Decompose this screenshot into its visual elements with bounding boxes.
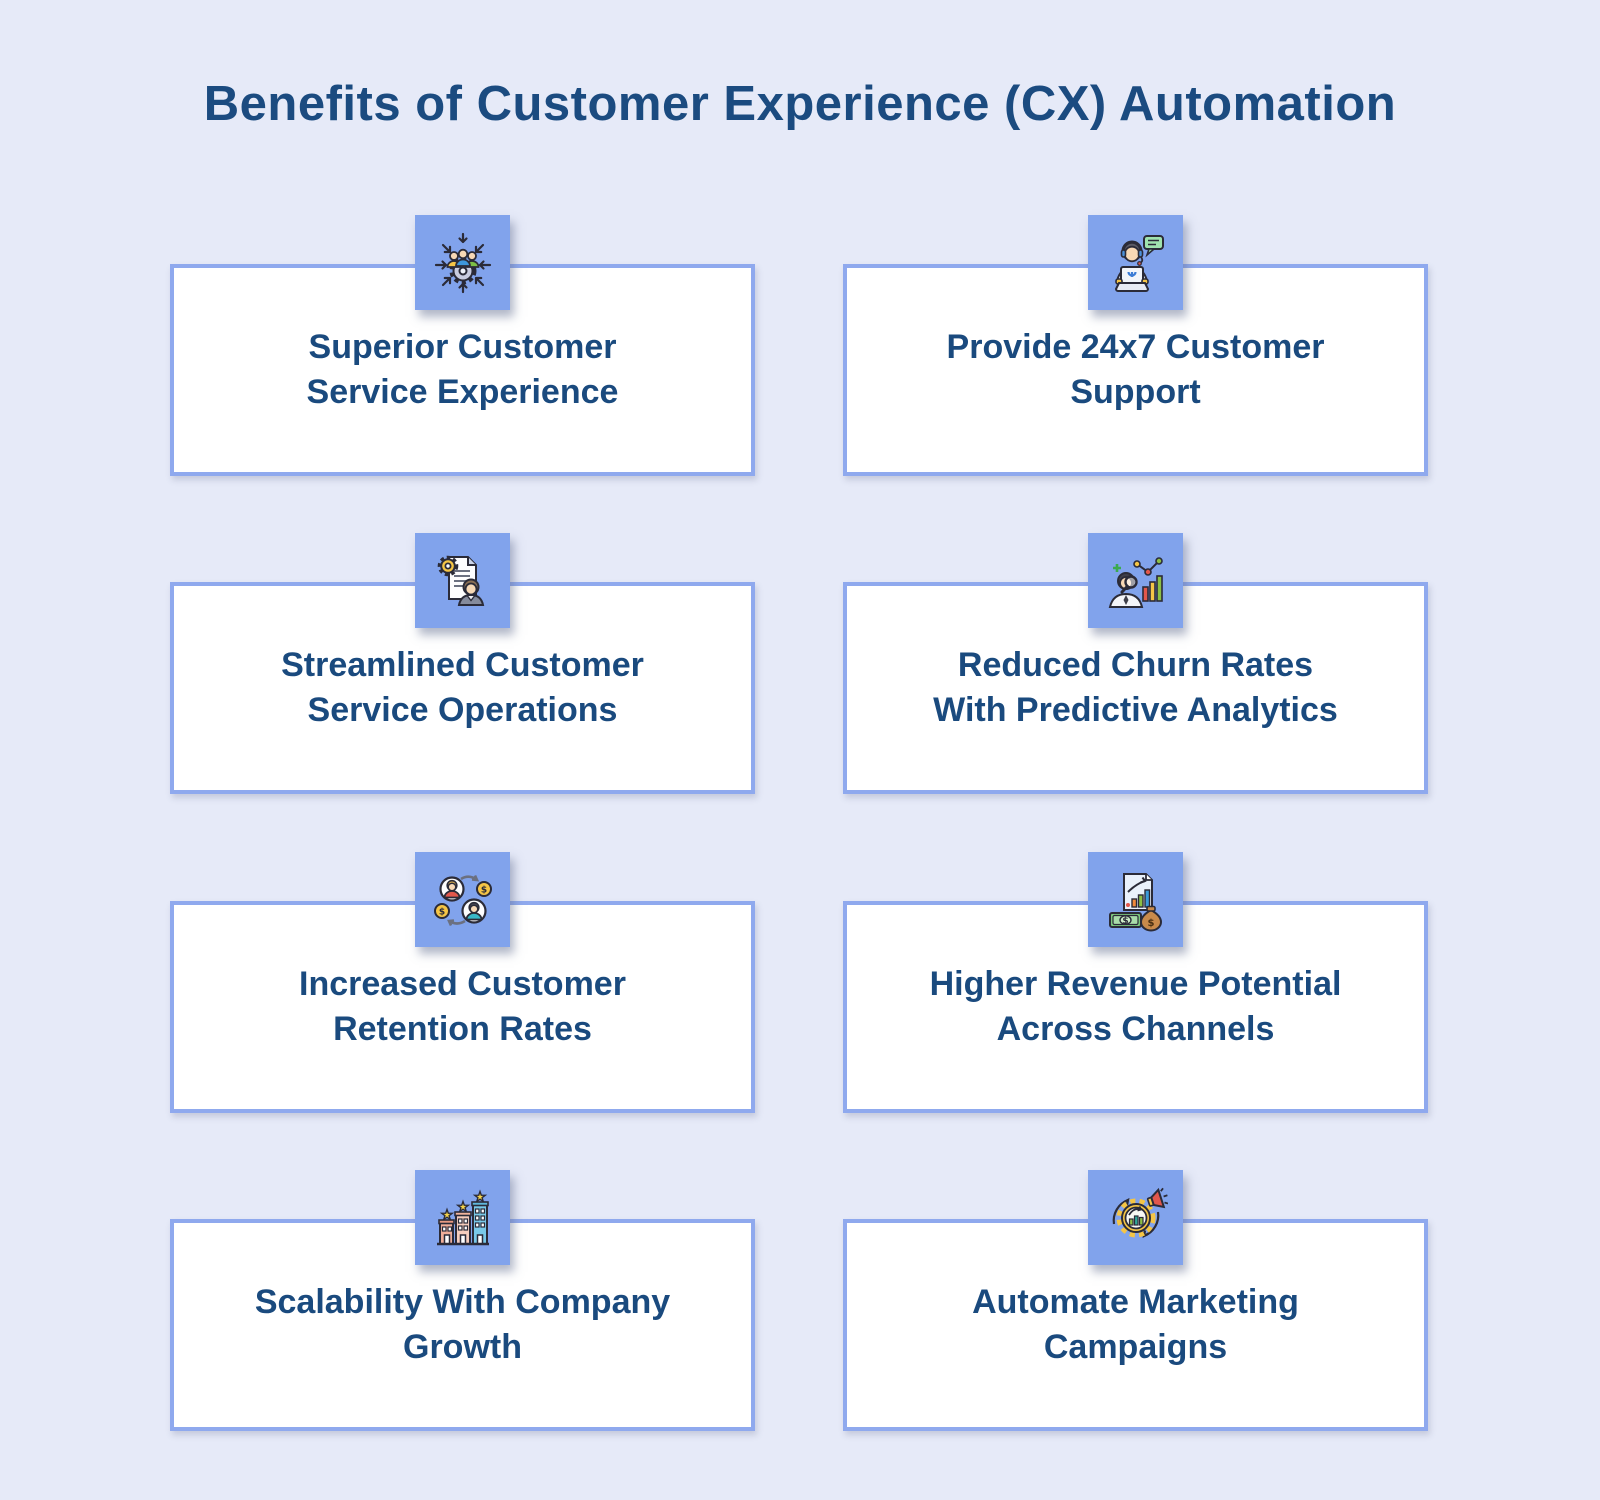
benefit-card: Automate Marketing Campaigns	[843, 1170, 1428, 1431]
company-growth-buildings-icon	[436, 1190, 489, 1245]
service-automation-document-icon	[437, 555, 484, 606]
svg-text:$: $	[480, 885, 486, 895]
benefit-title: Streamlined Customer Service Operations	[281, 646, 644, 729]
icon-tile	[1088, 1170, 1183, 1265]
benefit-card: Scalability With Company Growth	[170, 1170, 755, 1431]
benefit-title: Superior Customer Service Experience	[306, 328, 619, 411]
icon-tile: $ $	[1088, 852, 1183, 947]
benefit-title: Automate Marketing Campaigns	[972, 1283, 1299, 1366]
benefit-card: $ $ Increased Customer Retention Rates	[170, 852, 755, 1113]
benefit-title: Reduced Churn Rates With Predictive Anal…	[933, 646, 1338, 729]
icon-tile	[415, 215, 510, 310]
icon-tile	[1088, 215, 1183, 310]
predictive-analytics-icon	[1108, 556, 1163, 608]
benefit-card: Provide 24x7 Customer Support	[843, 215, 1428, 476]
benefit-card: Streamlined Customer Service Operations	[170, 533, 755, 794]
svg-text:$: $	[1122, 916, 1128, 926]
svg-text:$: $	[1147, 918, 1154, 929]
benefit-title: Scalability With Company Growth	[254, 1283, 671, 1366]
customer-focus-icon	[434, 232, 491, 293]
benefit-card: $ $ Higher Revenue Potential Across Chan…	[843, 852, 1428, 1113]
icon-tile	[415, 1170, 510, 1265]
benefit-title: Increased Customer Retention Rates	[299, 965, 626, 1048]
customer-retention-icon: $ $	[433, 874, 492, 926]
icon-tile: $ $	[415, 852, 510, 947]
svg-text:$: $	[438, 907, 444, 917]
benefit-title: Higher Revenue Potential Across Channels	[929, 965, 1342, 1048]
marketing-automation-icon	[1112, 1187, 1168, 1238]
page-title: Benefits of Customer Experience (CX) Aut…	[203, 77, 1397, 131]
revenue-growth-icon: $ $	[1108, 872, 1162, 931]
support-agent-icon	[1114, 234, 1164, 292]
benefit-card: Superior Customer Service Experience	[170, 215, 755, 476]
icon-tile	[415, 533, 510, 628]
icon-tile	[1088, 533, 1183, 628]
benefit-card: Reduced Churn Rates With Predictive Anal…	[843, 533, 1428, 794]
benefit-title: Provide 24x7 Customer Support	[946, 328, 1325, 411]
